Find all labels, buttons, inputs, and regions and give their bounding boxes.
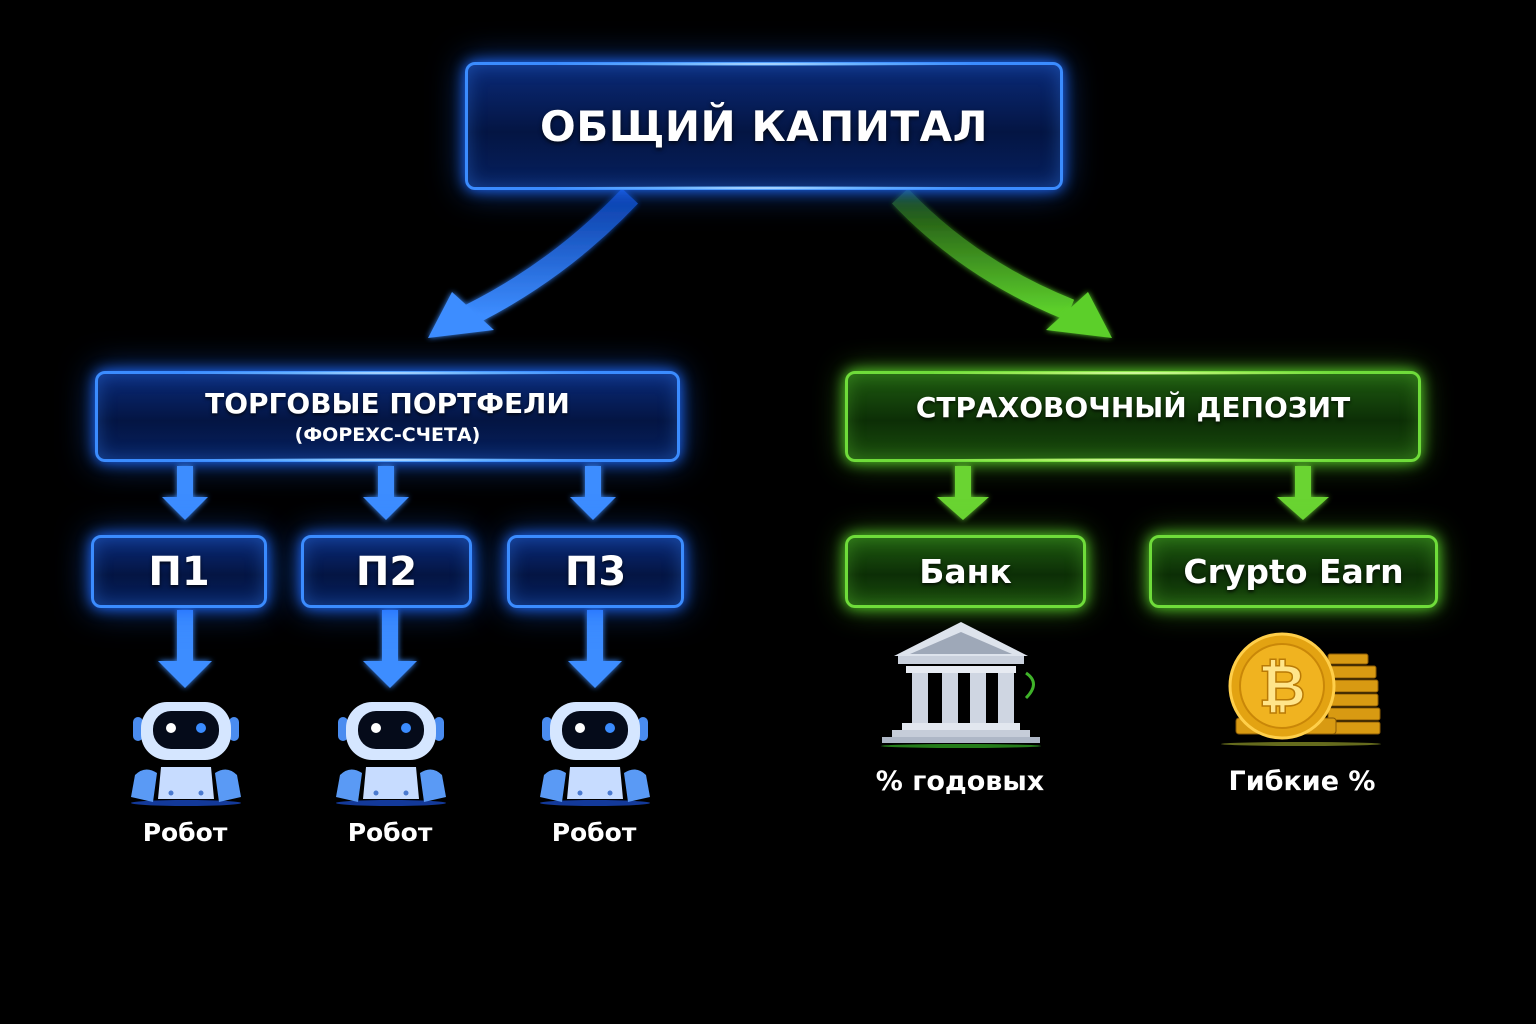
crypto-earn-caption: Гибкие % <box>1228 766 1376 797</box>
insurance-deposit-title: СТРАХОВОЧНЫЙ ДЕПОЗИТ <box>915 391 1351 424</box>
robot-caption-p1: Робот <box>142 818 228 847</box>
deposit-bank: Банк <box>845 535 1086 608</box>
root-title: ОБЩИЙ КАПИТАЛ <box>540 101 988 151</box>
bitcoin-coin-icon: ₿ <box>1221 632 1381 746</box>
deposit-bank-label: Банк <box>919 552 1012 591</box>
deposit-crypto-earn-label: Crypto Earn <box>1183 552 1404 591</box>
robot-caption-p2: Робот <box>347 818 433 847</box>
node-insurance-deposit: СТРАХОВОЧНЫЙ ДЕПОЗИТ <box>845 371 1421 462</box>
robot-icon <box>540 702 650 806</box>
robot-caption-p3: Робот <box>551 818 637 847</box>
robot-icon <box>131 702 241 806</box>
portfolio-p2: П2 <box>301 535 472 608</box>
bank-building-icon <box>881 622 1041 748</box>
robot-icon <box>336 702 446 806</box>
svg-text:₿: ₿ <box>1258 652 1305 720</box>
portfolio-p1-label: П1 <box>148 548 210 595</box>
portfolio-p1: П1 <box>91 535 267 608</box>
portfolio-p3-label: П3 <box>564 548 627 595</box>
bank-caption: % годовых <box>875 766 1045 797</box>
trading-portfolios-subtitle: (ФОРЕХС-СЧЕТА) <box>294 424 481 446</box>
root-node-total-capital: ОБЩИЙ КАПИТАЛ <box>465 62 1063 190</box>
portfolio-p3: П3 <box>507 535 684 608</box>
deposit-crypto-earn: Crypto Earn <box>1149 535 1438 608</box>
trading-portfolios-title: ТОРГОВЫЕ ПОРТФЕЛИ <box>205 387 570 420</box>
node-trading-portfolios: ТОРГОВЫЕ ПОРТФЕЛИ (ФОРЕХС-СЧЕТА) <box>95 371 680 462</box>
portfolio-p2-label: П2 <box>355 548 418 595</box>
